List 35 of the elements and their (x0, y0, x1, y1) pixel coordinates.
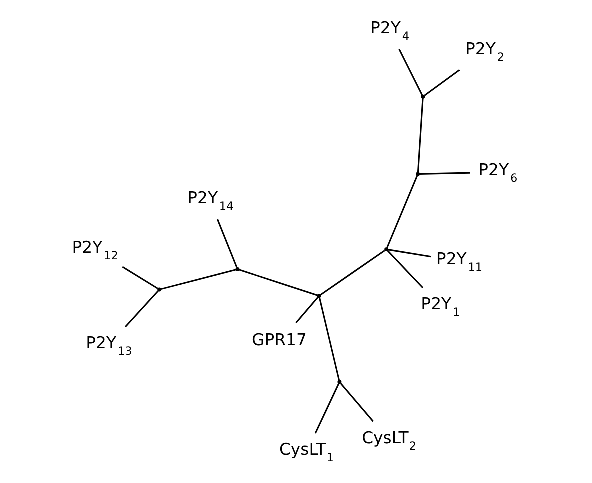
connector (314, 383, 340, 434)
node-text: P2Y$_{1}$ (420, 294, 460, 320)
node-text: P2Y$_{6}$ (478, 160, 518, 185)
node-text: P2Y$_{13}$ (86, 333, 132, 358)
node-point (416, 172, 420, 176)
node-point (235, 267, 240, 272)
connector (295, 296, 318, 324)
connector (386, 176, 418, 248)
node-text: P2Y$_{4}$ (370, 18, 410, 44)
node-text: GPR17 (252, 330, 306, 350)
connector (419, 172, 470, 175)
node-text: P2Y$_{11}$ (436, 249, 482, 274)
connector (387, 249, 431, 258)
node-text: P2Y$_{2}$ (465, 39, 504, 64)
connector (238, 269, 318, 296)
connector (122, 266, 158, 290)
connector (160, 269, 236, 290)
node-point (420, 94, 425, 99)
node-point (157, 288, 162, 292)
connector (320, 250, 385, 296)
connector (398, 49, 423, 96)
connector (124, 290, 158, 328)
node-point (316, 294, 321, 298)
connector (340, 383, 374, 422)
connector (216, 219, 238, 268)
node-point (384, 248, 388, 252)
connector (386, 250, 424, 289)
node-text: P2Y$_{14}$ (187, 188, 234, 214)
connector (424, 69, 460, 96)
connector (318, 297, 340, 381)
node-text: CysLT$_{1}$ (278, 440, 334, 465)
node-point (337, 380, 342, 384)
node-text: P2Y$_{12}$ (72, 238, 118, 262)
node-text: CysLT$_{2}$ (362, 428, 416, 453)
connector (416, 98, 424, 173)
